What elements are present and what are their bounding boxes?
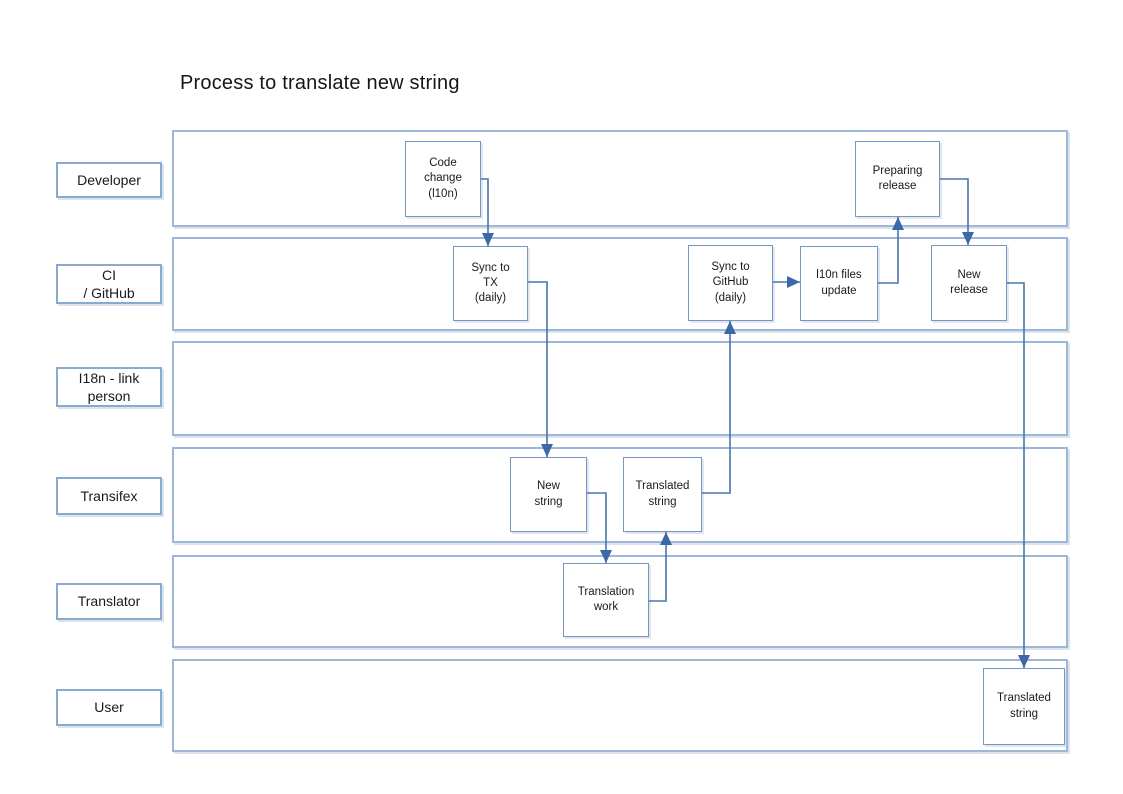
node-preparing-release: Preparing release — [855, 141, 940, 217]
diagram-title: Process to translate new string — [180, 72, 460, 94]
swimlane-transifex — [172, 447, 1068, 543]
lane-label-user: User — [56, 689, 162, 726]
node-l10n-files-update: l10n files update — [800, 246, 878, 321]
node-translated-string-tx: Translated string — [623, 457, 702, 532]
swimlane-ci-github — [172, 237, 1068, 331]
node-sync-to-tx: Sync to TX (daily) — [453, 246, 528, 321]
node-code-change: Code change (l10n) — [405, 141, 481, 217]
lane-label-translator: Translator — [56, 583, 162, 620]
node-translation-work: Translation work — [563, 563, 649, 637]
node-translated-string-user: Translated string — [983, 668, 1065, 745]
node-new-release: New release — [931, 245, 1007, 321]
lane-label-transifex: Transifex — [56, 477, 162, 515]
lane-label-ci-github: CI / GitHub — [56, 264, 162, 304]
node-new-string: New string — [510, 457, 587, 532]
node-sync-to-github: Sync to GitHub (daily) — [688, 245, 773, 321]
lane-label-i18n-link-person: I18n - link person — [56, 367, 162, 407]
swimlane-user — [172, 659, 1068, 752]
lane-label-developer: Developer — [56, 162, 162, 198]
swimlane-i18n-link-person — [172, 341, 1068, 436]
